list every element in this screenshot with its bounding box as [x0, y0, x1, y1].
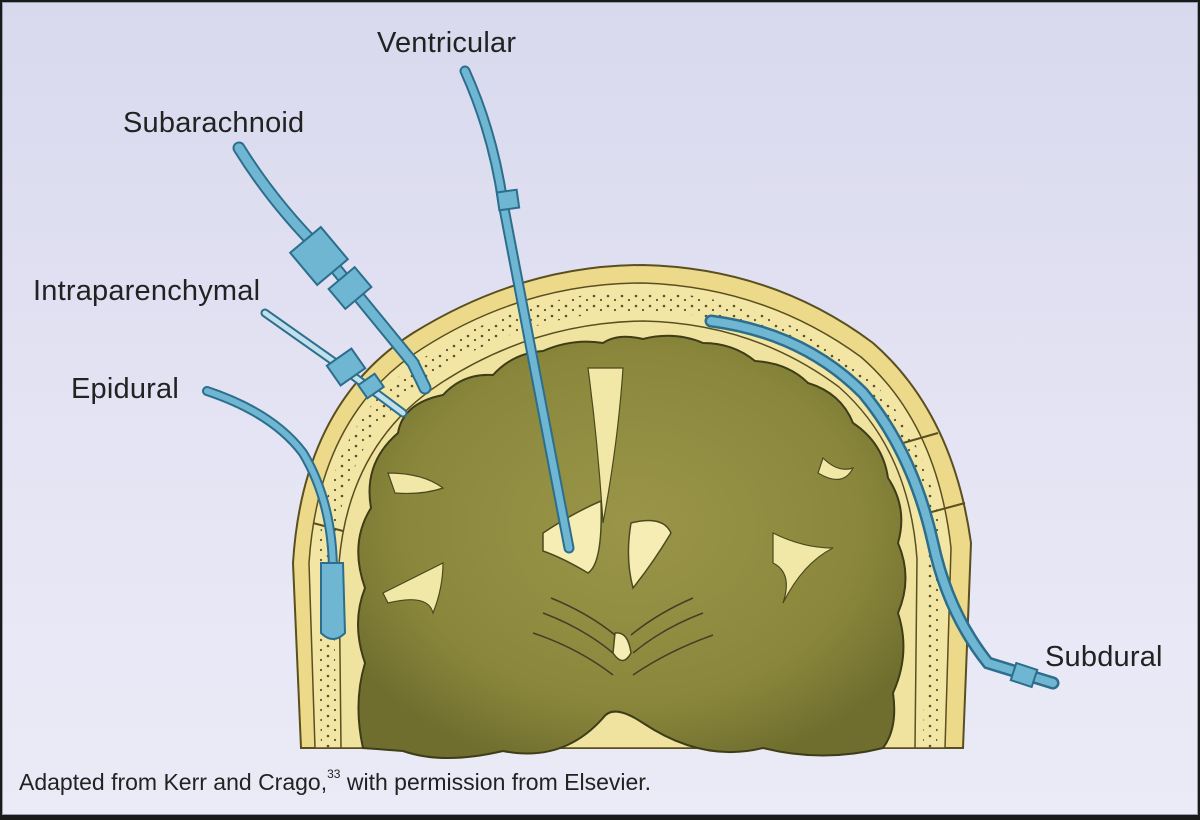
label-ventricular: Ventricular — [377, 27, 517, 59]
subarachnoid-bolt — [232, 141, 432, 395]
epidural-catheter — [202, 386, 347, 640]
label-intraparenchymal: Intraparenchymal — [33, 275, 261, 307]
label-subarachnoid: Subarachnoid — [123, 107, 305, 139]
caption-reference: 33 — [327, 767, 341, 782]
sulci — [382, 367, 855, 615]
label-epidural: Epidural — [71, 373, 179, 405]
intraparenchymal-probe — [260, 308, 408, 418]
corpus-callosum-lines — [532, 597, 714, 676]
label-subdural: Subdural — [1045, 641, 1163, 673]
ventricles — [542, 499, 672, 662]
icp-monitoring-diagram — [202, 65, 1060, 759]
figure-caption: Adapted from Kerr and Crago,33 with perm… — [19, 767, 652, 796]
caption-text: Adapted from Kerr and Crago, — [19, 769, 328, 795]
ventricular-catheter — [459, 65, 575, 554]
caption-text-end: with permission from Elsevier. — [340, 769, 652, 795]
subdural-catheter — [704, 314, 1060, 690]
